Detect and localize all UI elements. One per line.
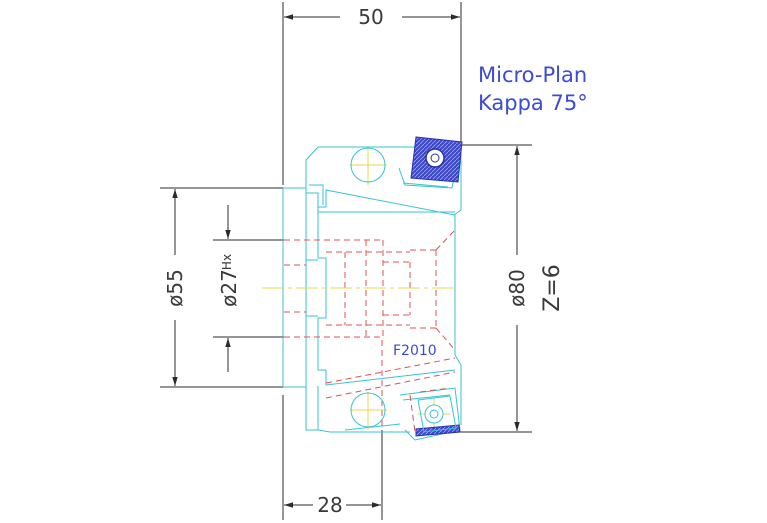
- dim-shank-dia-label: ø55: [163, 269, 187, 307]
- hidden-lines: [284, 229, 456, 433]
- dim-length-label: 50: [358, 5, 383, 29]
- title-line-2: Kappa 75°: [478, 91, 588, 115]
- dim-bore-depth-label: 28: [317, 493, 342, 517]
- extension-lines: [160, 2, 532, 520]
- title-line-1: Micro-Plan: [478, 63, 587, 87]
- dim-bore-dia-label: ø27: [217, 269, 241, 307]
- bolt-hole-upper: [350, 147, 386, 183]
- teeth-count-label: Z=6: [540, 264, 565, 312]
- insert-upper: [410, 136, 463, 183]
- insert-lower: [415, 395, 461, 437]
- insert-code-label: F2010: [393, 343, 437, 359]
- dimension-lines: [172, 14, 520, 508]
- dim-cutter-dia-label: ø80: [505, 269, 529, 307]
- bolt-hole-lower: [350, 392, 386, 428]
- dim-bore-tolerance-label: Hx: [220, 254, 234, 270]
